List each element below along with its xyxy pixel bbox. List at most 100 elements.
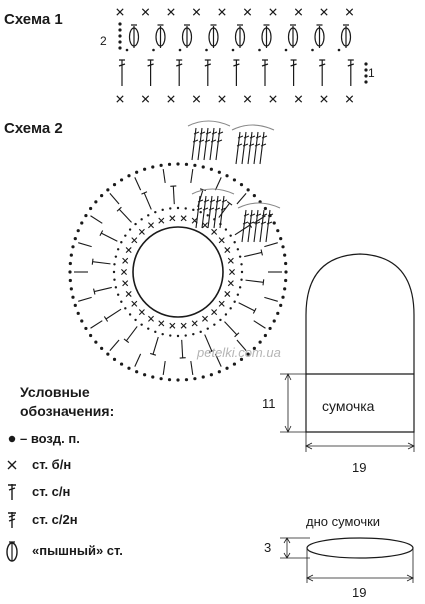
scheme2-title: Схема 2 [4, 120, 63, 137]
chain-dot [272, 319, 276, 323]
chain-dot [135, 370, 139, 374]
tr-stitch [207, 195, 216, 229]
tr-stitch [259, 131, 268, 165]
dc-stitch-top [199, 188, 206, 192]
chain-dot [225, 174, 229, 178]
bottom-title: дно сумочки [306, 514, 381, 529]
tr-stitch [253, 209, 262, 243]
sc-cross [224, 247, 231, 254]
chain-dot [193, 377, 197, 381]
chain-dot [240, 270, 244, 274]
chain-dot [206, 327, 209, 330]
chain-dot [184, 378, 189, 382]
chain-dot [176, 206, 180, 210]
dc-stitch [264, 296, 278, 302]
legend-dc-text: ст. с/н [32, 484, 71, 499]
dc-stitch [253, 215, 266, 224]
sc-cross [158, 217, 165, 224]
dc-stitch [147, 59, 154, 86]
dc-stitch [90, 215, 103, 224]
sc-cross [138, 228, 145, 235]
row-number-1: 1 [368, 66, 375, 80]
chain-dot [119, 362, 124, 366]
sc-cross [125, 290, 132, 297]
chain-dot [127, 366, 131, 370]
dc-stitch [261, 59, 269, 86]
sc-cross [227, 257, 234, 264]
chain-dot [68, 270, 72, 274]
tr-stitch [241, 209, 250, 243]
chain-dot [284, 261, 288, 266]
legend-chain-text: – возд. п. [20, 431, 80, 446]
chain-dot [151, 165, 155, 169]
dc-stitch [134, 353, 142, 367]
sc-cross [294, 95, 303, 103]
dc-stitch-top [116, 206, 122, 212]
chain-dot [120, 300, 123, 303]
chain-dot [80, 319, 84, 323]
chain-dot [233, 241, 236, 244]
sc-cross [192, 8, 201, 16]
chain-dot [114, 255, 118, 258]
dc-stitch-top [150, 352, 157, 356]
sc-cross [180, 215, 187, 222]
sc-cross [218, 8, 226, 16]
legend-heading-line2: обозначения: [20, 403, 115, 419]
chain-dot [184, 207, 187, 210]
chain-dot [263, 333, 267, 338]
sc-cross [116, 8, 124, 16]
chain-dot [276, 311, 280, 315]
chain-dot [106, 188, 110, 192]
chain-dot [201, 375, 205, 379]
chain-dot [94, 200, 98, 204]
sc-cross [229, 269, 235, 275]
chain-dot [76, 229, 80, 233]
chain-dot [112, 270, 116, 274]
puff-stitch [128, 27, 140, 47]
dc-stitch [78, 242, 92, 248]
tr-stitch [235, 131, 244, 165]
puff-stitch [261, 27, 272, 47]
dc-stitch [176, 59, 183, 86]
dc-stitch [92, 261, 111, 265]
chain-dot [89, 206, 93, 211]
bottom-height-label: 3 [264, 540, 272, 555]
dc-stitch [118, 59, 126, 86]
chain-dot [213, 218, 216, 221]
puff-stitch-stem [237, 24, 243, 48]
chain-dot [161, 208, 164, 212]
chain-dot [281, 295, 285, 299]
sc-cross [141, 95, 150, 103]
sc-cross [218, 95, 226, 103]
legend-tr-text: ст. с/2н [32, 512, 78, 527]
dc-stitch [290, 59, 297, 86]
chain-dot [311, 48, 314, 52]
chain-dot [134, 318, 137, 322]
legend-item-dc: ст. с/н [0, 483, 200, 503]
sc-cross [167, 95, 175, 103]
dc-stitch [197, 189, 204, 208]
sc-cross [345, 95, 354, 103]
chain-dot [152, 48, 155, 52]
puff-stitch [314, 27, 325, 47]
dc-stitch [244, 251, 262, 258]
puff-stitch [340, 27, 352, 47]
tr-stitch [253, 131, 262, 165]
sc-cross [202, 315, 208, 322]
bag-width-label: 19 [352, 460, 367, 475]
chain-dot [73, 237, 77, 241]
sc-cross [180, 322, 187, 329]
chain-dot [159, 163, 163, 167]
chain-dot [233, 300, 236, 303]
sc-cross [320, 8, 328, 16]
tr-stitch [191, 127, 200, 161]
sc-cross [224, 290, 231, 297]
chain-dot [205, 48, 208, 52]
chain-dot [272, 221, 276, 225]
dc-stitch-top [103, 316, 109, 322]
chain-dot [178, 48, 182, 52]
fan-arrow [237, 202, 281, 209]
dc-stitch [134, 177, 142, 191]
dc-stitch [253, 320, 266, 329]
chain-dot [284, 270, 288, 274]
